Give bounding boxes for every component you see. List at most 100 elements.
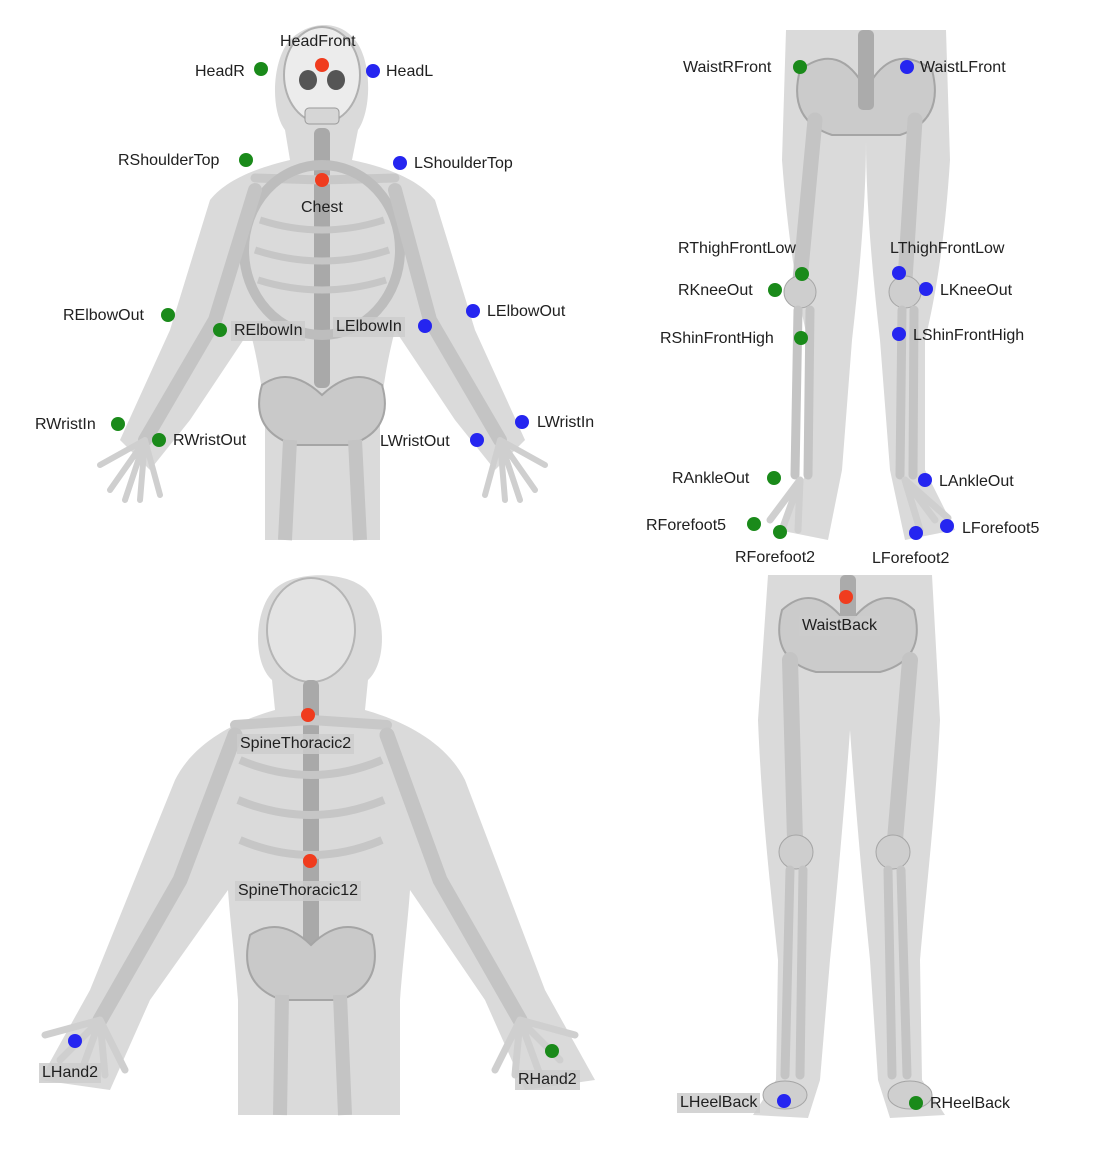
marker-waistlfront-dot <box>900 60 914 74</box>
marker-lshouldertop-dot <box>393 156 407 170</box>
front-upper-body-panel <box>97 25 548 541</box>
marker-lforefoot5-dot <box>940 519 954 533</box>
shins-front <box>790 305 919 480</box>
marker-relbowin-label: RElbowIn <box>231 321 306 341</box>
left-knee <box>888 275 922 309</box>
right-knee-back <box>778 834 814 870</box>
marker-rhand2-label: RHand2 <box>515 1070 580 1090</box>
femur-tops-back <box>273 994 352 1116</box>
marker-rthighfrontlow-label: RThighFrontLow <box>678 240 796 257</box>
marker-rforefoot2-label: RForefoot2 <box>735 549 816 566</box>
marker-relbowout-label: RElbowOut <box>63 307 144 324</box>
marker-rshouldertop-label: RShoulderTop <box>118 152 220 169</box>
marker-relbowout-dot <box>161 308 175 322</box>
marker-rheelback-dot <box>909 1096 923 1110</box>
marker-lkneeout-dot <box>919 282 933 296</box>
marker-lforefoot2-dot <box>909 526 923 540</box>
eye-socket-right <box>299 70 317 90</box>
marker-lforefoot5-label: LForefoot5 <box>962 520 1040 537</box>
marker-lelbowout-label: LElbowOut <box>487 303 566 320</box>
marker-lwristout-dot <box>470 433 484 447</box>
femur-tops <box>278 439 367 541</box>
marker-chest-label: Chest <box>301 199 343 216</box>
marker-lheelback-dot <box>777 1094 791 1108</box>
marker-rforefoot5-label: RForefoot5 <box>646 517 727 534</box>
marker-spinethoracic12-label: SpineThoracic12 <box>235 881 362 901</box>
marker-waistlfront-label: WaistLFront <box>920 59 1006 76</box>
ribcage <box>239 160 405 340</box>
marker-waistrfront-label: WaistRFront <box>683 59 772 76</box>
marker-lhand2-dot <box>68 1034 82 1048</box>
back-upper-body-panel <box>40 575 595 1116</box>
marker-rankleout-dot <box>767 471 781 485</box>
marker-waistrfront-dot <box>793 60 807 74</box>
femurs-front <box>792 112 923 288</box>
marker-headr-label: HeadR <box>195 63 245 80</box>
marker-rforefoot5-dot <box>747 517 761 531</box>
marker-rankleout-label: RAnkleOut <box>672 470 750 487</box>
right-arm-bones <box>138 183 262 447</box>
marker-lankleout-label: LAnkleOut <box>939 473 1014 490</box>
spine-back <box>303 680 319 980</box>
marker-lshouldertop-label: LShoulderTop <box>414 155 513 172</box>
pelvis-back <box>246 926 376 1001</box>
marker-rkneeout-label: RKneeOut <box>678 282 753 299</box>
marker-rshouldertop-dot <box>239 153 253 167</box>
eye-socket-left <box>327 70 345 90</box>
marker-lshinfronthigh-dot <box>892 327 906 341</box>
pelvis-front <box>258 376 386 446</box>
right-arm-back <box>379 727 528 1028</box>
marker-lthighfrontlow-label: LThighFrontLow <box>890 240 1005 257</box>
left-arm-back <box>92 727 243 1028</box>
left-arm-bones <box>388 183 507 447</box>
marker-lelbowin-dot <box>418 319 432 333</box>
marker-rshinfronthigh-label: RShinFrontHigh <box>660 330 774 347</box>
marker-headl-label: HeadL <box>386 63 434 80</box>
marker-lwristin-dot <box>515 415 529 429</box>
marker-lwristin-label: LWristIn <box>537 414 595 431</box>
marker-lwristout-label: LWristOut <box>380 433 450 450</box>
marker-lkneeout-label: LKneeOut <box>940 282 1013 299</box>
marker-spinethoracic12-dot <box>303 854 317 868</box>
shins-back <box>780 865 912 1080</box>
marker-rhand2-dot <box>545 1044 559 1058</box>
marker-lelbowout-dot <box>466 304 480 318</box>
marker-rthighfrontlow-dot <box>795 267 809 281</box>
ribs <box>253 216 391 294</box>
right-hand-bones <box>97 437 163 503</box>
shoulders-back <box>230 715 392 730</box>
marker-lhand2-label: LHand2 <box>39 1063 102 1083</box>
marker-spinethoracic2-dot <box>301 708 315 722</box>
marker-lelbowin-label: LElbowIn <box>333 317 405 337</box>
marker-waistback-label: WaistBack <box>799 616 880 636</box>
marker-lheelback-label: LHeelBack <box>677 1093 761 1113</box>
marker-rwristout-label: RWristOut <box>173 432 247 449</box>
marker-chest-dot <box>315 173 329 187</box>
marker-rwristout-dot <box>152 433 166 447</box>
jaw <box>304 107 340 125</box>
marker-waistback-dot <box>839 590 853 604</box>
marker-headfront-dot <box>315 58 329 72</box>
marker-lforefoot2-label: LForefoot2 <box>872 550 950 567</box>
marker-rwristin-dot <box>111 417 125 431</box>
back-lower-body-panel <box>753 575 945 1118</box>
marker-rforefoot2-dot <box>773 525 787 539</box>
left-knee-back <box>875 834 911 870</box>
marker-rwristin-label: RWristIn <box>35 416 96 433</box>
marker-lankleout-dot <box>918 473 932 487</box>
lumbar-front <box>858 30 874 110</box>
marker-spinethoracic2-label: SpineThoracic2 <box>237 734 355 754</box>
skull-back <box>266 577 356 683</box>
marker-rshinfronthigh-dot <box>794 331 808 345</box>
femurs-back <box>782 652 918 848</box>
marker-relbowin-dot <box>213 323 227 337</box>
feet-front <box>766 476 952 534</box>
right-hand-back <box>491 1016 579 1079</box>
marker-headr-dot <box>254 62 268 76</box>
marker-headfront-label: HeadFront <box>280 33 356 50</box>
marker-rheelback-label: RHeelBack <box>930 1095 1011 1112</box>
marker-lshinfronthigh-label: LShinFrontHigh <box>913 327 1025 344</box>
front-lower-body-panel <box>766 30 955 540</box>
